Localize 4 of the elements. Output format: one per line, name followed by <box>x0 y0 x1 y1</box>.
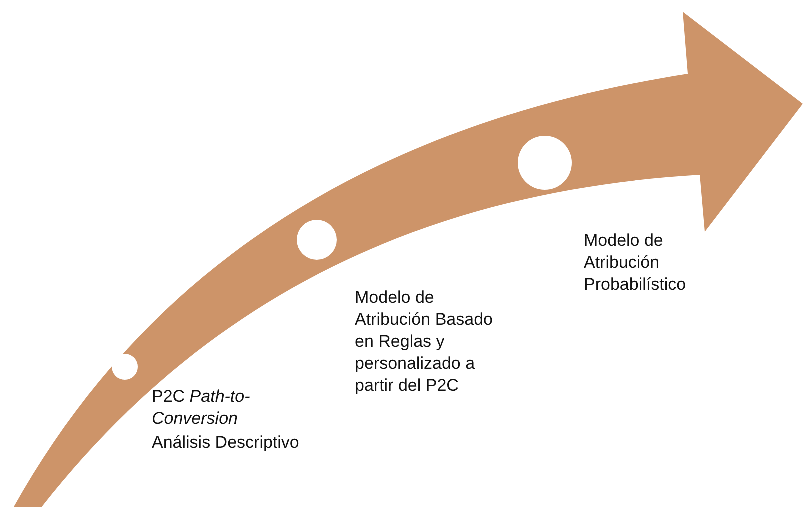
stage-label: P2C Path-to-Conversion <box>152 386 252 430</box>
stage-label: Modelo de Atribución Probabilístico <box>584 230 688 296</box>
stage-label: Análisis Descriptivo <box>152 432 300 454</box>
stage-label: Modelo de Atribución Basado en Reglas y personalizado a partir del P2C <box>355 287 494 397</box>
